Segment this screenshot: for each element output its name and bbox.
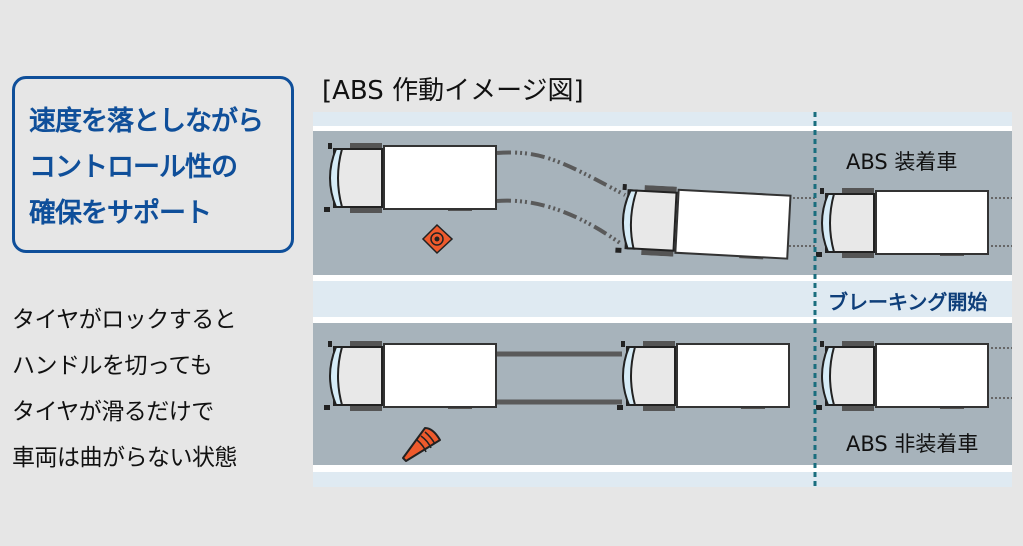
truck-abs-start xyxy=(323,143,497,213)
braking-start-label: ブレーキング開始 xyxy=(828,290,988,314)
description-line: タイヤがロックすると xyxy=(12,307,237,333)
description-line: 車両は曲がらない状態 xyxy=(12,445,238,471)
truck-abs-end xyxy=(815,188,989,258)
truck-abs-middle xyxy=(614,183,792,263)
tire-marks-curved xyxy=(496,150,626,245)
callout-line: コントロール性の xyxy=(29,152,238,183)
callout-line: 確保をサポート xyxy=(29,198,212,229)
truck-nonabs-start xyxy=(323,341,497,411)
lane-strip xyxy=(313,281,1012,317)
abs-equipped-label: ABS 装着車 xyxy=(846,150,958,174)
description-line: タイヤが滑るだけで xyxy=(12,399,214,425)
callout-box: 速度を落としながら コントロール性の 確保をサポート xyxy=(12,76,294,253)
cone-top-icon xyxy=(421,223,454,255)
callout-line: 速度を落としながら xyxy=(29,106,264,137)
description-line: ハンドルを切っても xyxy=(12,353,213,379)
tire-marks-straight xyxy=(497,351,622,405)
truck-nonabs-middle xyxy=(616,341,790,411)
diagram-title: [ABS 作動イメージ図] xyxy=(322,76,584,106)
lane-strip xyxy=(313,112,1012,126)
truck-nonabs-end xyxy=(815,341,989,411)
fallen-cone-icon xyxy=(402,427,441,462)
abs-not-equipped-label: ABS 非装着車 xyxy=(846,432,979,456)
